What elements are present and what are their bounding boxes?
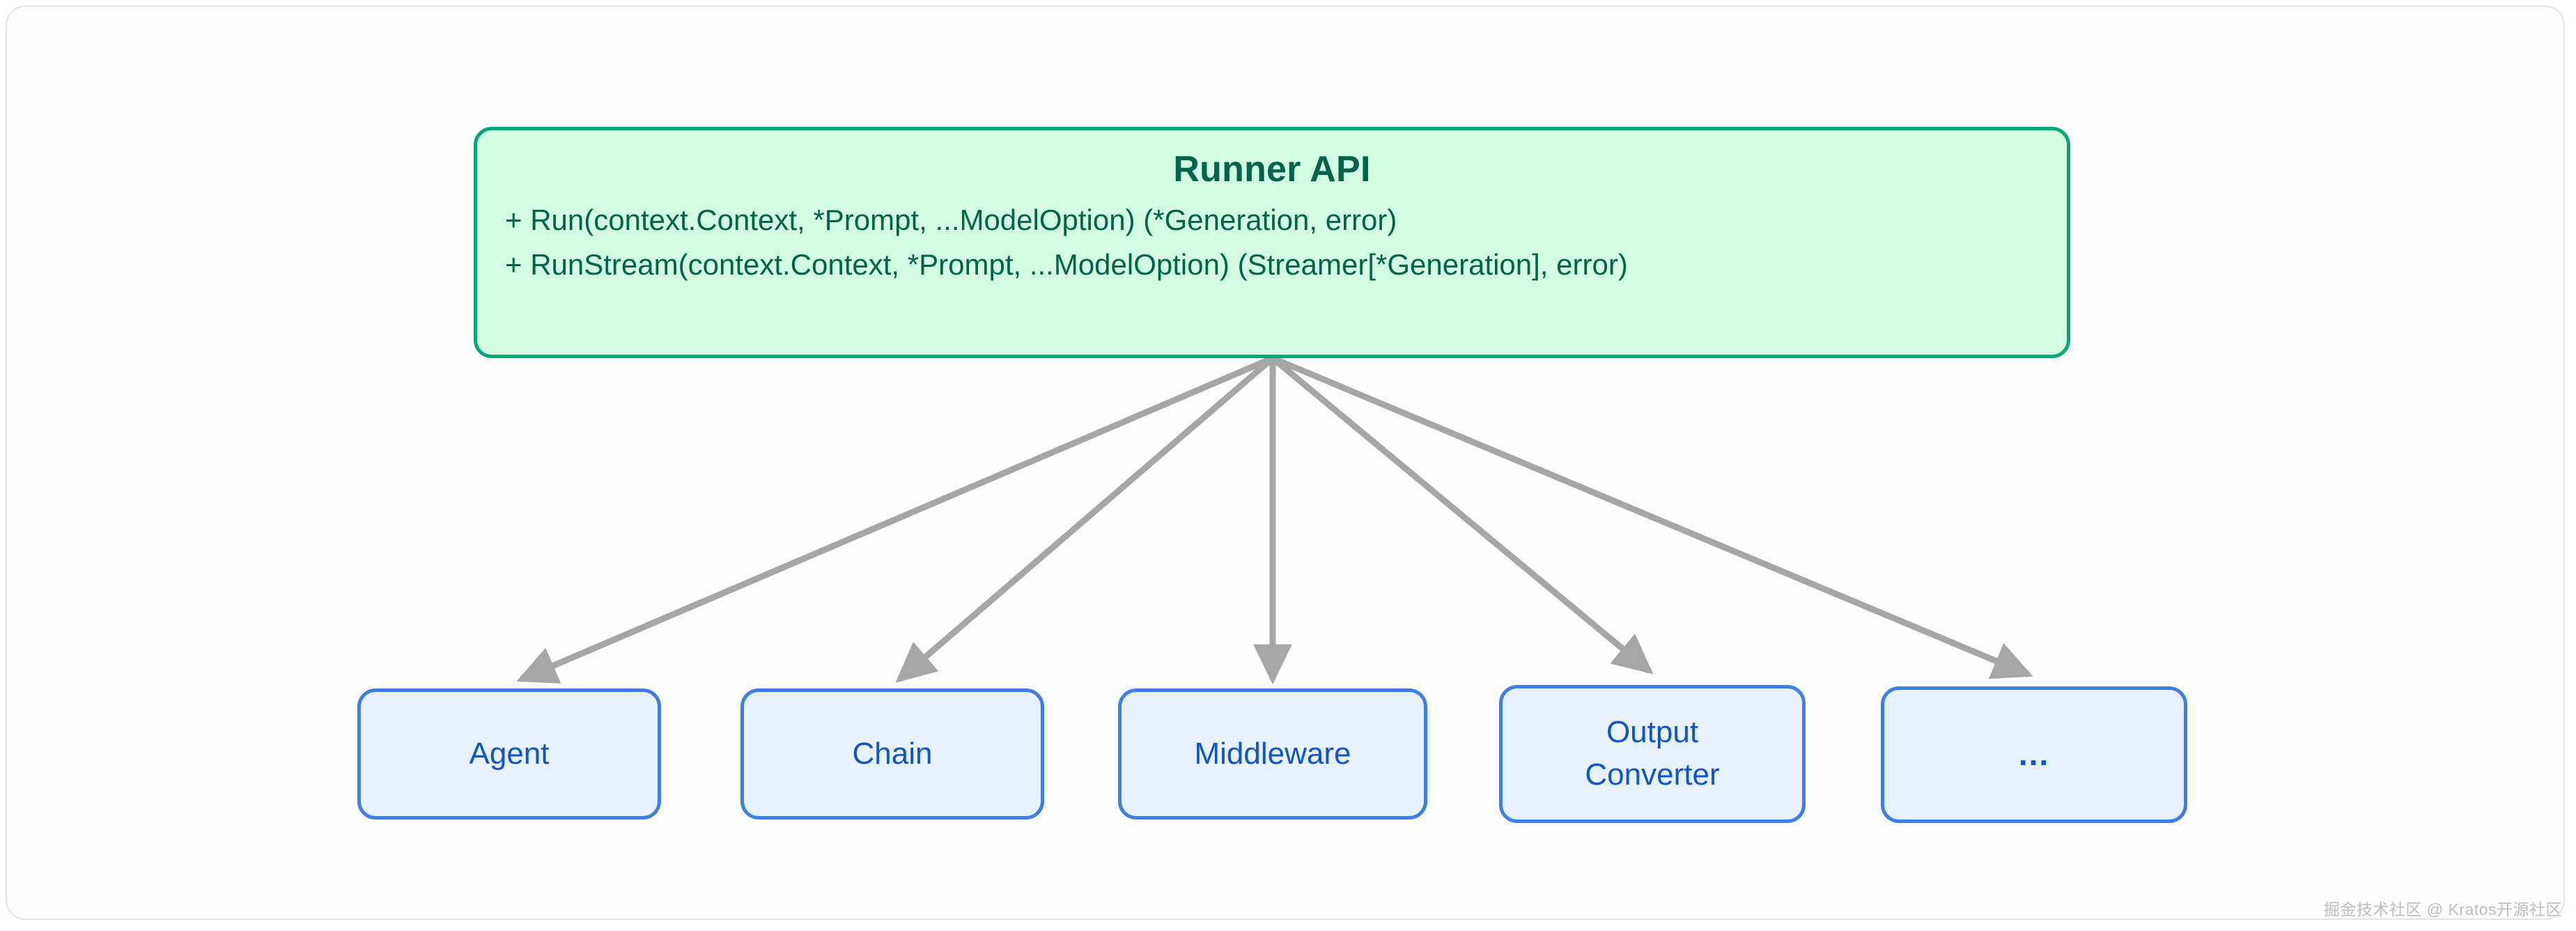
watermark: 掘金技术社区 @ Kratos开源社区 bbox=[2323, 900, 2562, 918]
method-run: + Run(context.Context, *Prompt, ...Model… bbox=[505, 203, 1397, 237]
node-middleware[interactable]: Middleware bbox=[1118, 688, 1427, 820]
node-agent-label: Agent bbox=[469, 736, 550, 771]
node-more-label: ... bbox=[2018, 736, 2050, 773]
node-runner-api[interactable]: Runner API + Run(context.Context, *Promp… bbox=[474, 127, 2070, 358]
node-agent[interactable]: Agent bbox=[357, 688, 661, 820]
node-output-converter-line-2: Converter bbox=[1585, 757, 1720, 792]
node-middleware-label: Middleware bbox=[1194, 736, 1351, 771]
node-runner-api-title: Runner API bbox=[1173, 149, 1371, 190]
method-runstream: + RunStream(context.Context, *Prompt, ..… bbox=[505, 248, 1628, 282]
node-output-converter-line-1: Output bbox=[1606, 715, 1699, 750]
node-runner-api-methods: + Run(context.Context, *Prompt, ...Model… bbox=[477, 198, 2067, 287]
node-chain-label: Chain bbox=[852, 736, 933, 771]
node-chain[interactable]: Chain bbox=[740, 688, 1044, 820]
node-more[interactable]: ... bbox=[1881, 686, 2187, 823]
